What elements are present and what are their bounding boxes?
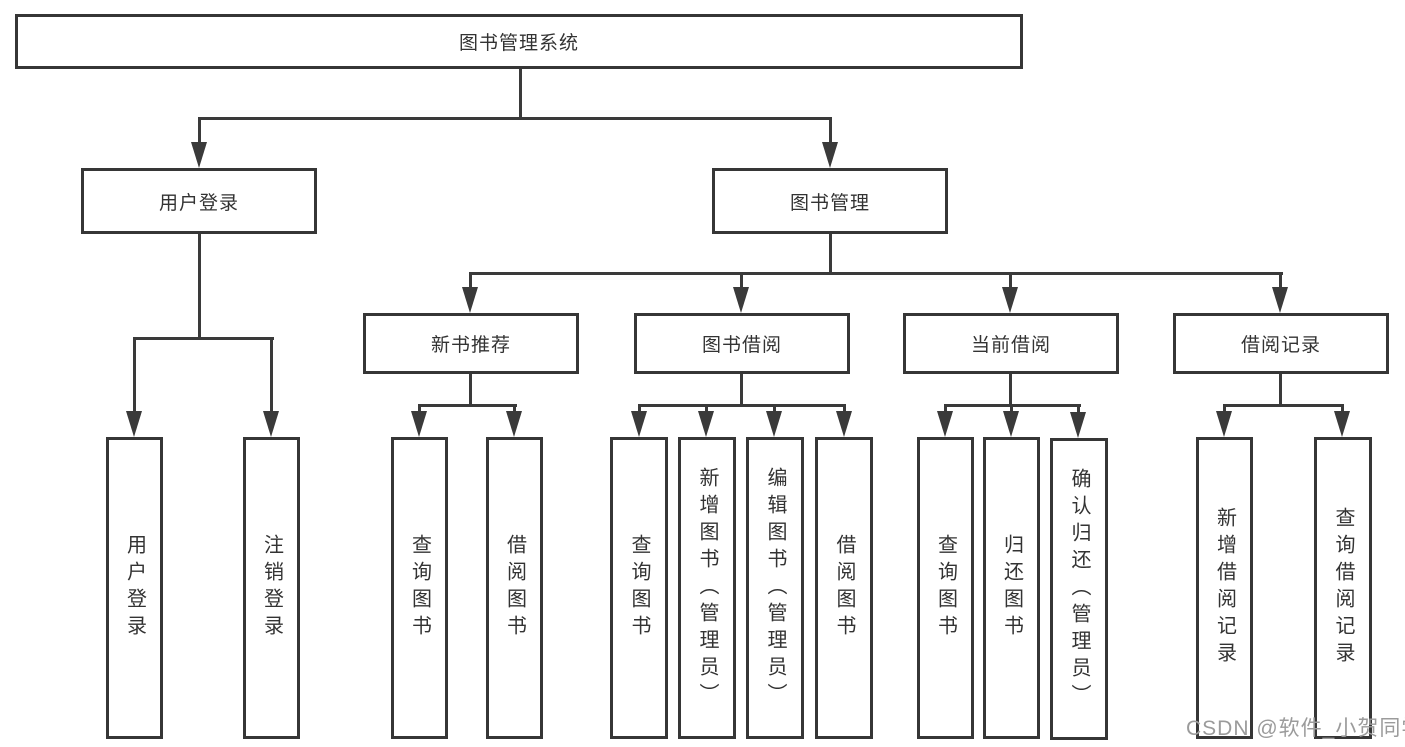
connector-line [705,404,708,414]
arrowhead-down-icon [937,411,953,437]
connector-line [133,337,274,340]
connector-line [1223,404,1344,407]
connector-line [198,117,832,120]
arrowhead-down-icon [191,142,207,168]
connector-line [1010,404,1013,414]
leaf-bb-edit-book-admin-label: 编辑图书（管理员） [764,466,786,710]
leaf-bb-query-book: 查询图书 [610,437,668,739]
leaf-bb-borrow-book-label: 借阅图书 [833,534,855,642]
node-user-login-label: 用户登录 [158,192,239,214]
connector-line [469,272,472,289]
connector-line [270,337,273,413]
node-book-management-label: 图书管理 [789,192,870,214]
node-book-borrowing-label: 图书借阅 [701,335,782,356]
connector-line [740,272,743,289]
arrowhead-down-icon [733,287,749,313]
node-book-management: 图书管理 [712,168,948,234]
connector-line [843,404,846,414]
connector-line [1223,404,1226,414]
arrowhead-down-icon [411,411,427,437]
leaf-bb-add-book-admin-label: 新增图书（管理员） [696,466,718,710]
csdn-watermark: CSDN @软件_小贺同学 [1186,717,1405,740]
leaf-br-query-record: 查询借阅记录 [1314,437,1372,739]
leaf-br-add-record-label: 新增借阅记录 [1213,507,1236,669]
arrowhead-down-icon [126,411,142,437]
leaf-cb-query-book: 查询图书 [917,437,974,739]
leaf-cb-confirm-return-admin-label: 确认归还（管理员） [1068,467,1090,711]
connector-line [418,404,517,407]
connector-line [740,374,743,405]
leaf-cb-confirm-return-admin: 确认归还（管理员） [1050,438,1108,740]
connector-line [1009,374,1012,405]
connector-line [469,272,1283,275]
connector-line [638,404,641,414]
node-current-borrowing: 当前借阅 [903,313,1119,374]
leaf-logout: 注销登录 [243,437,300,739]
leaf-bb-query-book-label: 查询图书 [628,534,650,642]
leaf-bb-add-book-admin: 新增图书（管理员） [678,437,736,739]
leaf-cb-return-book-label: 归还图书 [1000,534,1023,642]
node-book-borrowing: 图书借阅 [634,313,850,374]
connector-line [638,404,846,407]
leaf-cb-query-book-label: 查询图书 [934,534,957,642]
connector-line [944,404,947,414]
leaf-logout-label: 注销登录 [260,534,283,642]
node-current-borrowing-label: 当前借阅 [970,335,1051,356]
connector-line [133,337,136,413]
connector-line [418,404,421,414]
arrowhead-down-icon [698,411,714,437]
arrowhead-down-icon [506,411,522,437]
connector-line [773,404,776,414]
arrowhead-down-icon [766,411,782,437]
arrowhead-down-icon [1272,287,1288,313]
leaf-bb-borrow-book: 借阅图书 [815,437,873,739]
connector-line [513,404,516,414]
connector-line [1077,404,1080,414]
leaf-br-query-record-label: 查询借阅记录 [1332,507,1354,669]
connector-line [198,117,201,145]
leaf-user-login: 用户登录 [106,437,163,739]
node-new-book-recommend: 新书推荐 [363,313,579,374]
leaf-cb-return-book: 归还图书 [983,437,1040,739]
leaf-br-add-record: 新增借阅记录 [1196,437,1253,739]
arrowhead-down-icon [1334,411,1350,437]
leaf-nb-borrow-book: 借阅图书 [486,437,543,739]
leaf-nb-borrow-book-label: 借阅图书 [503,534,526,642]
arrowhead-down-icon [836,411,852,437]
arrowhead-down-icon [462,287,478,313]
connector-line [1009,272,1012,289]
connector-line [519,69,522,118]
connector-line [829,117,832,145]
leaf-user-login-label: 用户登录 [123,534,146,642]
arrowhead-down-icon [822,142,838,168]
node-borrowing-records: 借阅记录 [1173,313,1389,374]
arrowhead-down-icon [1070,412,1086,438]
node-borrowing-records-label: 借阅记录 [1240,335,1321,356]
connector-line [198,234,201,338]
connector-line [829,234,832,274]
node-new-book-recommend-label: 新书推荐 [430,335,511,356]
node-root: 图书管理系统 [15,14,1023,69]
arrowhead-down-icon [631,411,647,437]
arrowhead-down-icon [1002,287,1018,313]
node-user-login: 用户登录 [81,168,317,234]
arrowhead-down-icon [1003,411,1019,437]
leaf-bb-edit-book-admin: 编辑图书（管理员） [746,437,804,739]
connector-line [1279,272,1282,289]
leaf-nb-query-book: 查询图书 [391,437,448,739]
node-root-label: 图书管理系统 [458,33,579,54]
leaf-nb-query-book-label: 查询图书 [408,534,431,642]
connector-line [469,374,472,405]
connector-line [1341,404,1344,414]
connector-line [1279,374,1282,405]
arrowhead-down-icon [263,411,279,437]
arrowhead-down-icon [1216,411,1232,437]
